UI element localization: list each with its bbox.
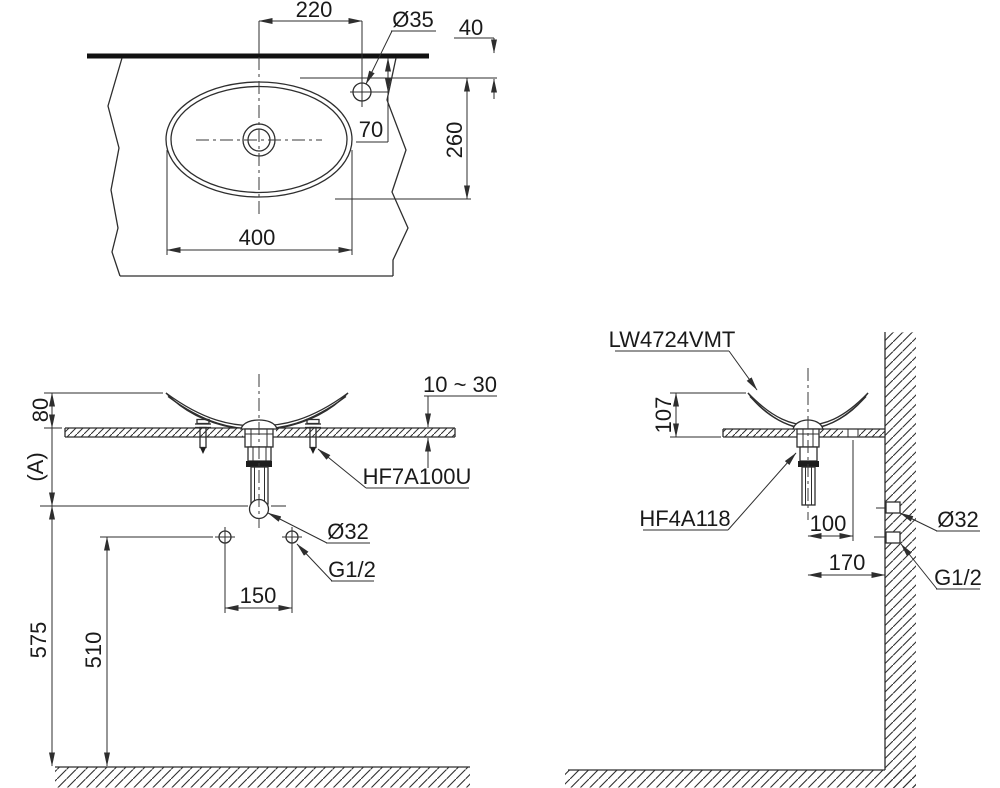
dim-40: 40 (459, 15, 483, 40)
break-line-right (386, 57, 409, 276)
counter-hatch (723, 429, 795, 437)
leader-model (728, 350, 758, 391)
dim-107: 107 (651, 397, 676, 434)
counter-hatch (820, 429, 843, 437)
dim-150: 150 (240, 583, 277, 608)
label-waste-dia: Ø32 (937, 507, 979, 532)
dim-A: (A) (23, 452, 48, 481)
front-view: 80 (A) 575 510 150 Ø32 G1/2 (23, 372, 497, 788)
label-supply-thread: G1/2 (328, 557, 376, 582)
floor-hatch (55, 767, 470, 788)
wall-supply-outlet (885, 531, 901, 544)
label-dia35: Ø35 (392, 7, 434, 32)
label-drain-part: HF4A118 (639, 506, 730, 531)
wall-hatch (885, 332, 916, 788)
dim-510: 510 (81, 632, 106, 669)
mounting-bolt-left (195, 418, 211, 454)
bolt-head (306, 418, 320, 425)
basin-bowl-line2 (167, 395, 347, 429)
top-view: 220 Ø35 40 70 260 400 (87, 0, 497, 277)
dim-260: 260 (442, 122, 467, 159)
dim-100: 100 (810, 511, 847, 536)
counter-hatch (65, 428, 243, 437)
supply-hole-left (215, 527, 235, 548)
mounting-bolt-right (305, 418, 321, 454)
dim-thickness: 10 ~ 30 (423, 372, 497, 397)
dim-400: 400 (239, 225, 276, 250)
leader-supply (900, 543, 938, 590)
label-waste-dia: Ø32 (327, 519, 369, 544)
basin-outer-right (278, 392, 349, 429)
dim-220: 220 (296, 0, 333, 22)
bolt-head (196, 418, 210, 425)
leader-dia35 (365, 30, 393, 85)
basin-outer-right (817, 392, 869, 429)
floor-hatch (565, 770, 916, 788)
leader-waste (267, 512, 328, 544)
leader-mount-part (317, 448, 367, 489)
counter-hatch (859, 429, 885, 437)
leader-supply (296, 543, 333, 582)
bolt-tip (200, 447, 206, 454)
bolt-tip (310, 447, 316, 454)
leader-waste (899, 512, 938, 532)
label-mount-part: HF7A100U (363, 464, 472, 489)
leader-drain-part (727, 452, 797, 531)
side-view: 107 LW4724VMT HF4A118 100 170 Ø32 G1/2 (565, 327, 982, 788)
dim-80: 80 (28, 398, 53, 422)
dim-70: 70 (359, 117, 383, 142)
label-supply-thread: G1/2 (934, 565, 982, 590)
basin-outer-left (165, 392, 236, 429)
dim-170: 170 (829, 550, 866, 575)
dim-575: 575 (26, 622, 51, 659)
supply-hole-right (282, 527, 302, 548)
counter-hatch (276, 428, 455, 437)
basin-outer-left (747, 392, 799, 429)
label-model: LW4724VMT (609, 327, 736, 352)
wall-waste-outlet (885, 501, 901, 514)
break-line-left (107, 57, 123, 277)
